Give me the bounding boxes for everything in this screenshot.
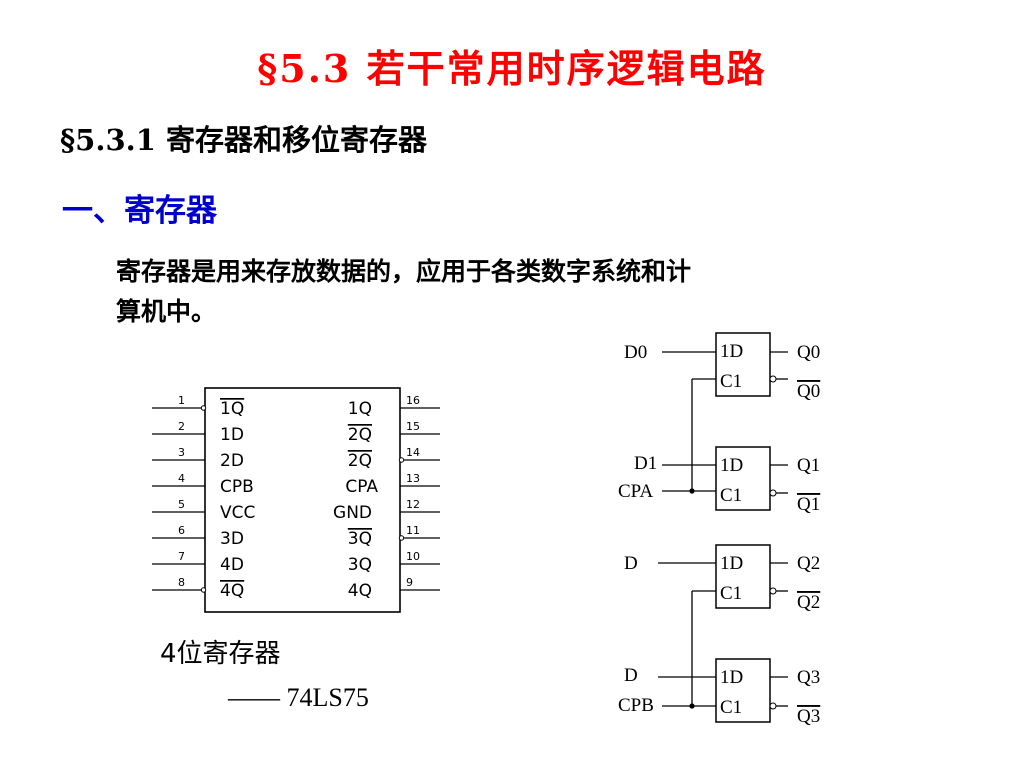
slide-title: §5.3 若干常用时序逻辑电路 <box>257 46 767 91</box>
inversion-bubble <box>200 405 207 411</box>
latch-d-label: 1D <box>720 553 743 574</box>
chip-pinout-diagram: 1 2 3 4 5 6 7 8 1Q 1D 2D CPB VCC 3D 4D 4… <box>152 387 440 712</box>
latch-clock-label: C1 <box>720 583 742 604</box>
pin-number: 16 <box>406 394 420 407</box>
pin-number: 3 <box>178 446 185 459</box>
output-bar-label: Q0 <box>797 381 820 402</box>
input-label: D0 <box>624 342 647 363</box>
pin-number: 11 <box>406 524 420 537</box>
left-pin-row: 1 2 3 4 5 6 7 8 1Q 1D 2D CPB VCC 3D 4D 4… <box>152 394 255 601</box>
output-bar-label: Q3 <box>797 706 820 727</box>
inversion-bubble <box>769 489 777 497</box>
clock-a-label: CPA <box>618 481 653 502</box>
pin-number: 1 <box>178 394 185 407</box>
pin-label: 3Q <box>348 555 372 575</box>
pin-label: 2D <box>220 451 244 471</box>
pin-number: 6 <box>178 524 185 537</box>
pin-number: 5 <box>178 498 185 511</box>
chip-part-number: —— 74LS75 <box>227 683 369 712</box>
latch-clock-label: C1 <box>720 485 742 506</box>
inversion-bubble <box>398 457 405 463</box>
inversion-bubble <box>769 375 777 383</box>
pin-label: 1Q <box>220 399 244 419</box>
pin-label: 3Q <box>348 529 372 549</box>
output-bar-label: Q2 <box>797 592 820 613</box>
pin-number: 8 <box>178 576 185 589</box>
input-label: D1 <box>634 453 657 474</box>
junction-dot <box>689 703 695 709</box>
pin-number: 13 <box>406 472 420 485</box>
pin-label: VCC <box>220 503 255 523</box>
section-heading: 一、寄存器 <box>62 193 217 229</box>
pin-label: 2Q <box>348 425 372 445</box>
latch-box <box>715 446 771 511</box>
pin-number: 4 <box>178 472 185 485</box>
d-latch-1: 1D C1 D1 Q1 Q1 <box>634 446 820 515</box>
inversion-bubble <box>200 587 207 593</box>
latch-d-label: 1D <box>720 667 743 688</box>
inversion-bubble <box>769 702 777 710</box>
latch-d-label: 1D <box>720 341 743 362</box>
pin-label: 3D <box>220 529 244 549</box>
pin-label: CPA <box>345 477 378 497</box>
pin-number: 14 <box>406 446 420 459</box>
input-label: D <box>624 553 638 574</box>
pin-label: 4Q <box>220 581 244 601</box>
pin-number: 15 <box>406 420 420 433</box>
chip-caption: 4位寄存器 <box>160 639 281 669</box>
output-label: Q3 <box>797 667 820 688</box>
latch-box <box>715 658 771 723</box>
chip-body <box>204 387 401 613</box>
junction-dot <box>689 488 695 494</box>
pin-label: GND <box>333 503 372 523</box>
latch-schematic: 1D C1 D0 Q0 Q0 1D C1 D1 Q1 Q1 CPA 1D C1 … <box>618 332 820 727</box>
latch-d-label: 1D <box>720 455 743 476</box>
paragraph-line-1: 寄存器是用来存放数据的，应用于各类数字系统和计 <box>116 257 692 286</box>
d-latch-2: 1D C1 D Q2 Q2 <box>624 544 820 613</box>
pin-number: 7 <box>178 550 185 563</box>
latch-clock-label: C1 <box>720 371 742 392</box>
output-label: Q0 <box>797 342 820 363</box>
subsection-title: §5.3.1 寄存器和移位寄存器 <box>60 123 427 157</box>
input-label: D <box>624 665 638 686</box>
latch-box <box>715 332 771 397</box>
output-bar-label: Q1 <box>797 494 820 515</box>
latch-clock-label: C1 <box>720 697 742 718</box>
pin-number: 9 <box>406 576 413 589</box>
body-paragraph: 寄存器是用来存放数据的，应用于各类数字系统和计 算机中。 <box>116 252 906 332</box>
inversion-bubble <box>769 587 777 595</box>
clock-b-label: CPB <box>618 695 654 716</box>
pin-label: CPB <box>220 477 254 497</box>
output-label: Q2 <box>797 553 820 574</box>
d-latch-0: 1D C1 D0 Q0 Q0 <box>624 332 820 402</box>
pin-number: 2 <box>178 420 185 433</box>
pin-label: 1Q <box>348 399 372 419</box>
pin-label: 4D <box>220 555 244 575</box>
inversion-bubble <box>398 535 405 541</box>
pin-label: 2Q <box>348 451 372 471</box>
latch-box <box>715 544 771 609</box>
pin-label: 4Q <box>348 581 372 601</box>
d-latch-3: 1D C1 D Q3 Q3 <box>624 658 820 727</box>
pin-number: 10 <box>406 550 420 563</box>
pin-label: 1D <box>220 425 244 445</box>
output-label: Q1 <box>797 455 820 476</box>
pin-number: 12 <box>406 498 420 511</box>
right-pin-row: 16 15 14 13 12 11 10 9 1Q 2Q 2Q CPA GND … <box>333 394 440 601</box>
paragraph-line-2: 算机中。 <box>116 297 217 326</box>
